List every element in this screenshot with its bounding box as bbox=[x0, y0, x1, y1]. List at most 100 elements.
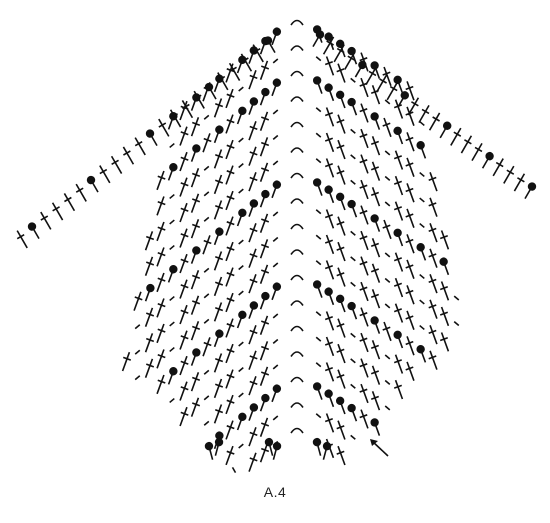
bobble-stitch-icon bbox=[393, 330, 404, 349]
bobble-stitch-icon bbox=[264, 437, 274, 456]
treble-stitch-icon bbox=[359, 409, 369, 429]
treble-stitch-icon bbox=[405, 183, 415, 203]
treble-stitch-icon bbox=[51, 202, 64, 221]
bobble-stitch-icon bbox=[236, 310, 247, 329]
bobble-stitch-icon bbox=[416, 345, 427, 363]
chain-space-icon bbox=[315, 158, 322, 164]
bobble-stitch-icon bbox=[393, 228, 404, 247]
bobble-stitch-icon bbox=[86, 175, 99, 193]
treble-stitch-icon bbox=[336, 267, 346, 287]
treble-stitch-icon bbox=[99, 165, 111, 184]
treble-stitch-icon bbox=[225, 241, 235, 262]
treble-stitch-icon bbox=[144, 358, 155, 378]
chain-space-icon bbox=[419, 299, 425, 305]
treble-stitch-icon bbox=[190, 295, 201, 315]
treble-stitch-icon bbox=[259, 417, 270, 437]
treble-stitch-icon bbox=[217, 72, 229, 91]
bobble-stitch-icon bbox=[190, 246, 201, 264]
treble-stitch-icon bbox=[213, 404, 224, 424]
bobble-stitch-icon bbox=[324, 185, 335, 204]
treble-stitch-icon bbox=[248, 70, 258, 90]
bobble-stitch-icon bbox=[416, 243, 427, 261]
treble-stitch-icon bbox=[190, 219, 201, 239]
treble-stitch-icon bbox=[179, 126, 189, 146]
treble-stitch-icon bbox=[336, 139, 346, 160]
chain-space-icon bbox=[169, 397, 175, 404]
treble-stitch-icon bbox=[248, 146, 258, 166]
treble-stitch-icon bbox=[158, 118, 170, 137]
bobble-stitch-icon bbox=[347, 97, 358, 116]
chain-space-icon bbox=[315, 209, 322, 215]
treble-stitch-icon bbox=[179, 202, 189, 223]
treble-stitch-icon bbox=[190, 168, 201, 188]
treble-stitch-icon bbox=[370, 161, 381, 181]
diagram-caption: A.4 bbox=[263, 484, 287, 500]
treble-stitch-icon bbox=[259, 137, 270, 157]
treble-stitch-icon bbox=[248, 452, 258, 472]
treble-stitch-icon bbox=[439, 230, 450, 250]
treble-stitch-icon bbox=[405, 132, 415, 152]
bobble-stitch-icon bbox=[248, 301, 259, 319]
treble-stitch-icon bbox=[190, 321, 201, 341]
treble-stitch-icon bbox=[393, 150, 404, 170]
treble-stitch-icon bbox=[179, 330, 189, 350]
treble-stitch-icon bbox=[213, 200, 224, 220]
chain-space-icon bbox=[350, 128, 356, 134]
treble-stitch-icon bbox=[405, 259, 415, 279]
chain-arc-icon bbox=[290, 70, 304, 77]
treble-stitch-icon bbox=[213, 302, 224, 322]
chain-arc-icon bbox=[290, 325, 304, 332]
treble-stitch-icon bbox=[225, 394, 235, 415]
treble-stitch-icon bbox=[393, 277, 404, 298]
treble-stitch-icon bbox=[405, 106, 415, 126]
chain-space-icon bbox=[419, 171, 425, 178]
treble-stitch-icon bbox=[259, 60, 270, 80]
chain-space-icon bbox=[419, 222, 425, 229]
bobble-stitch-icon bbox=[481, 151, 494, 169]
treble-stitch-icon bbox=[156, 298, 166, 318]
bobble-stitch-icon bbox=[335, 294, 346, 313]
chain-space-icon bbox=[238, 239, 244, 245]
treble-stitch-icon bbox=[156, 374, 166, 395]
chain-space-icon bbox=[315, 311, 322, 317]
bobble-stitch-icon bbox=[236, 106, 247, 125]
treble-stitch-icon bbox=[259, 341, 270, 361]
treble-stitch-icon bbox=[179, 355, 189, 376]
chain-space-icon bbox=[384, 150, 391, 156]
treble-stitch-icon bbox=[63, 193, 76, 212]
chain-space-icon bbox=[272, 109, 279, 115]
treble-stitch-icon bbox=[428, 172, 438, 192]
bobble-stitch-icon bbox=[324, 83, 335, 102]
chain-space-icon bbox=[272, 58, 279, 64]
chain-space-icon bbox=[350, 383, 356, 389]
bobble-stitch-icon bbox=[370, 418, 381, 436]
chain-arc-icon bbox=[290, 172, 304, 179]
treble-stitch-icon bbox=[225, 369, 235, 389]
bobble-stitch-icon bbox=[324, 389, 335, 408]
treble-stitch-icon bbox=[156, 272, 166, 293]
treble-stitch-icon bbox=[156, 349, 166, 369]
treble-stitch-icon bbox=[225, 420, 235, 440]
chain-space-icon bbox=[203, 395, 210, 401]
chain-space-icon bbox=[350, 332, 356, 338]
treble-stitch-icon bbox=[324, 413, 335, 433]
treble-stitch-icon bbox=[450, 127, 462, 146]
bobble-stitch-icon bbox=[167, 367, 178, 385]
treble-stitch-icon bbox=[428, 112, 441, 131]
chain-arc-icon bbox=[290, 45, 304, 51]
treble-stitch-icon bbox=[382, 117, 392, 138]
treble-stitch-icon bbox=[110, 155, 123, 174]
treble-stitch-icon bbox=[336, 241, 346, 262]
treble-stitch-icon bbox=[428, 350, 438, 370]
chain-space-icon bbox=[272, 211, 279, 217]
treble-stitch-icon bbox=[336, 369, 346, 389]
chain-space-icon bbox=[419, 120, 425, 127]
treble-stitch-icon bbox=[370, 238, 381, 258]
edge-row-right bbox=[312, 30, 537, 200]
treble-stitch-icon bbox=[324, 158, 335, 178]
chain-space-icon bbox=[272, 338, 279, 344]
treble-stitch-icon bbox=[393, 201, 404, 221]
treble-stitch-icon bbox=[248, 325, 258, 345]
bobble-stitch-icon bbox=[335, 90, 346, 109]
treble-stitch-icon bbox=[225, 445, 235, 466]
